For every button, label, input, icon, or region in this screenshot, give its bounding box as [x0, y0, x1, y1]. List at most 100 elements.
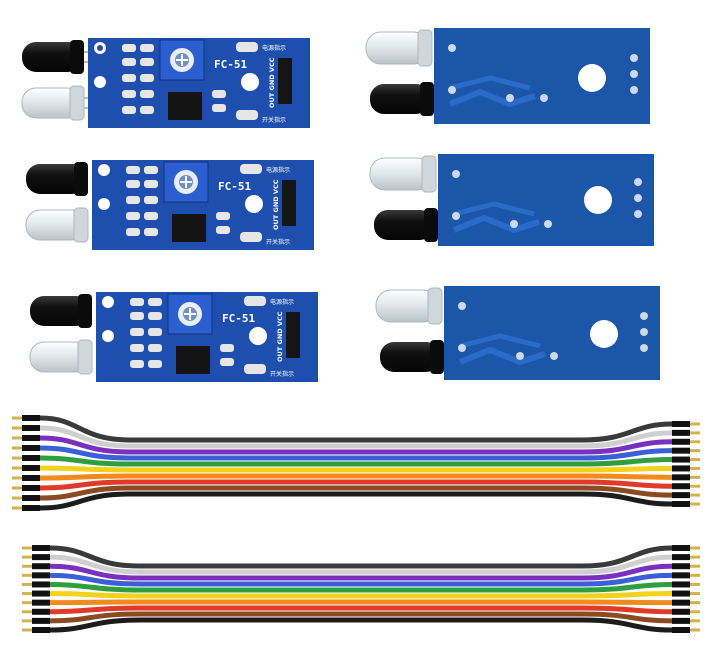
connector-pin	[12, 416, 22, 420]
dupont-connector	[32, 627, 50, 633]
dupont-connector	[672, 581, 690, 588]
switch-indicator-label: 开关指示	[266, 238, 290, 246]
dupont-connector	[22, 505, 40, 511]
dupont-connector	[672, 545, 690, 551]
pcb-board-back	[434, 28, 650, 124]
dupont-connector	[672, 599, 690, 606]
connector-pin	[690, 619, 700, 623]
connector-pin	[690, 493, 700, 497]
connector-pin	[22, 582, 32, 586]
clear-ir-emitter-led	[29, 339, 93, 375]
connector-pin	[12, 446, 22, 450]
jumper-wire	[49, 599, 673, 606]
black-ir-receiver-led	[380, 340, 444, 374]
jumper-wire	[49, 545, 673, 569]
jumper-wire	[49, 563, 673, 581]
sensor-module-back-1	[365, 28, 678, 124]
black-ir-receiver-led	[30, 294, 92, 328]
jumper-wire	[39, 485, 673, 501]
comparator-chip	[172, 214, 206, 242]
dupont-connector	[672, 617, 690, 624]
jumper-wire	[39, 473, 673, 481]
dupont-connector	[672, 492, 690, 499]
connector-pin	[690, 484, 700, 488]
connector-pin	[12, 456, 22, 460]
dupont-connector	[672, 438, 690, 445]
dupont-connector	[672, 456, 690, 463]
connector-pin	[12, 436, 22, 440]
pin-header	[282, 180, 296, 226]
connector-pin	[22, 546, 32, 550]
connector-pin	[22, 610, 32, 614]
connector-pin	[690, 592, 700, 596]
dupont-connector	[672, 501, 690, 507]
dupont-connector	[22, 485, 40, 491]
pin-labels: OUT GND VCC	[276, 311, 284, 362]
jumper-wire	[39, 425, 673, 449]
clear-ir-emitter-led	[25, 207, 89, 243]
connector-pin	[690, 546, 700, 550]
model-label: FC-51	[222, 312, 255, 325]
dupont-connector	[32, 608, 50, 615]
jumper-wire	[49, 591, 673, 599]
connector-pin	[12, 486, 22, 490]
dupont-connector	[672, 608, 690, 615]
connector-pin	[22, 592, 32, 596]
connector-pin	[690, 601, 700, 605]
power-indicator-label: 电源指示	[266, 166, 290, 174]
jumper-wire	[49, 572, 673, 587]
dupont-connector	[32, 617, 50, 624]
connector-pin	[22, 573, 32, 577]
black-ir-receiver-led	[26, 162, 88, 196]
connector-pin	[690, 628, 700, 632]
connector-pin	[22, 564, 32, 568]
power-indicator-label: 电源指示	[270, 298, 294, 306]
sensor-module-front-1: FC-51 电源指示 开关指示 OUT GND VCC	[21, 38, 338, 128]
dupont-connector	[32, 563, 50, 570]
jumper-wire	[49, 554, 673, 575]
connector-pin	[22, 555, 32, 559]
connector-pin	[22, 619, 32, 623]
dupont-connector	[672, 421, 690, 427]
connector-pin	[690, 610, 700, 614]
connector-pin	[690, 502, 700, 506]
dupont-connector	[22, 415, 40, 421]
dupont-connector	[672, 627, 690, 633]
sensor-module-front-2: FC-51 电源指示 开关指示 OUT GND VCC	[25, 160, 342, 250]
jumper-wire	[49, 617, 673, 633]
dupont-connector	[22, 455, 40, 461]
connector-pin	[12, 476, 22, 480]
dupont-connector	[32, 581, 50, 588]
dupont-connector	[22, 465, 40, 471]
connector-pin	[690, 422, 700, 426]
dupont-connector	[22, 495, 40, 501]
dupont-connector	[672, 429, 690, 436]
dupont-connector	[22, 475, 40, 481]
jumper-wire	[49, 581, 673, 593]
connector-pin	[12, 426, 22, 430]
jumper-wire	[39, 415, 673, 443]
dupont-connector	[22, 445, 40, 451]
dupont-connector	[32, 554, 50, 561]
connector-pin	[12, 466, 22, 470]
dupont-connector	[22, 425, 40, 431]
pcb-board-back	[444, 286, 660, 380]
sensor-module-front-3: FC-51 电源指示 开关指示 OUT GND VCC	[29, 292, 346, 382]
dupont-connector	[32, 545, 50, 551]
switch-indicator-label: 开关指示	[270, 370, 294, 378]
dupont-connector	[32, 572, 50, 579]
connector-pin	[690, 573, 700, 577]
pin-header	[286, 312, 300, 358]
dupont-connector	[672, 447, 690, 454]
clear-ir-emitter-led	[375, 287, 443, 325]
comparator-chip	[168, 92, 202, 120]
connector-pin	[690, 475, 700, 479]
connector-pin	[12, 506, 22, 510]
connector-pin	[22, 628, 32, 632]
dupont-connector	[672, 590, 690, 597]
dupont-connector	[672, 474, 690, 481]
connector-pin	[690, 458, 700, 462]
switch-indicator-label: 开关指示	[262, 116, 286, 124]
black-ir-receiver-led	[370, 82, 434, 116]
